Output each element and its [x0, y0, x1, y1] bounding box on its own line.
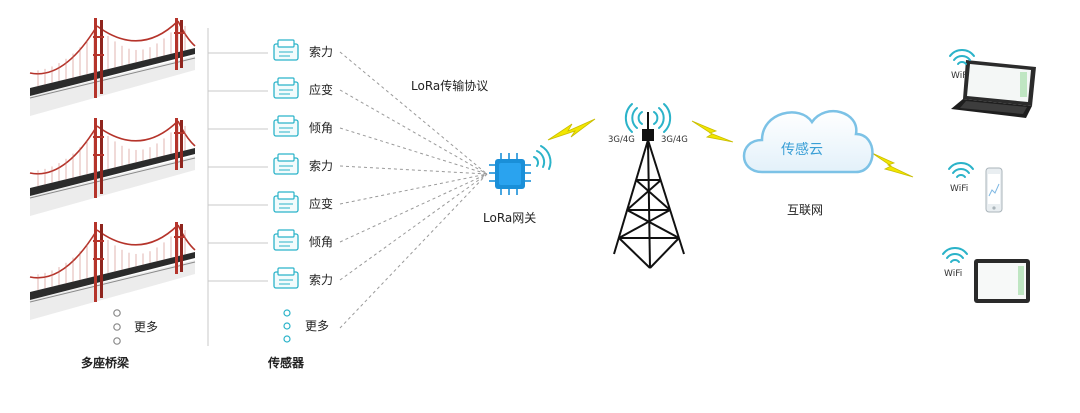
lora-link: [339, 173, 488, 243]
wifi-icon: [533, 145, 552, 170]
sensor-label: 倾角: [309, 121, 334, 135]
sensor-device-icon: [273, 77, 299, 99]
laptop-icon: [951, 60, 1036, 118]
sensor-label: 索力: [309, 159, 334, 173]
bridge-icon: [29, 18, 196, 116]
more-bridges-dots: [113, 309, 121, 345]
wifi-tablet-label: WiFi: [944, 269, 963, 279]
lora-link: [339, 165, 488, 175]
wifi-laptop-label: WiFi: [951, 71, 970, 81]
more-bridges-label: 更多: [134, 320, 159, 334]
sensor-device-icon: [273, 153, 299, 175]
lora-link: [339, 173, 488, 281]
bridges-label: 多座桥梁: [81, 356, 130, 370]
sensor-column: [208, 39, 299, 289]
wifi-icon: [948, 162, 974, 178]
sensor-label: 索力: [309, 273, 334, 287]
sensor-label: 索力: [309, 45, 334, 59]
lora-link: [339, 89, 488, 175]
wifi-icon: [942, 247, 968, 263]
wifi-icon: [949, 49, 975, 65]
tower-left-label: 3G/4G: [608, 135, 635, 145]
bridge-column: [29, 18, 196, 320]
cell-tower-icon: [613, 112, 685, 269]
lora-link: [339, 127, 488, 175]
sensor-label: 应变: [309, 197, 334, 211]
lora-link: [339, 51, 488, 175]
chip-icon: [489, 153, 531, 195]
sensor-label: 倾角: [309, 235, 334, 249]
sensor-device-icon: [273, 229, 299, 251]
bridge-icon: [29, 118, 196, 216]
more-sensors-label: 更多: [305, 319, 330, 333]
wifi-icon: [624, 103, 672, 133]
sensor-device-icon: [273, 115, 299, 137]
phone-icon: [985, 167, 1003, 213]
lightning-icon: [547, 118, 596, 141]
lightning-icon: [871, 152, 914, 178]
wifi-phone-label: WiFi: [950, 184, 969, 194]
lora-link: [339, 173, 488, 329]
more-sensors-dots: [283, 309, 291, 343]
lora-links: [339, 51, 488, 329]
sensors-label: 传感器: [268, 356, 305, 370]
lora-link: [339, 173, 488, 205]
bridge-icon: [29, 222, 196, 320]
cloud-label: 传感云: [781, 142, 823, 158]
tablet-icon: [974, 259, 1030, 303]
protocol-label: LoRa传输协议: [411, 79, 489, 93]
sensor-device-icon: [273, 191, 299, 213]
gateway-label: LoRa网关: [483, 211, 537, 225]
sensor-device-icon: [273, 267, 299, 289]
sensor-device-icon: [273, 39, 299, 61]
tower-right-label: 3G/4G: [661, 135, 688, 145]
lightning-icon: [691, 120, 734, 143]
sensor-label: 应变: [309, 83, 334, 97]
cloud-icon: [742, 110, 874, 174]
internet-label: 互联网: [787, 203, 824, 217]
